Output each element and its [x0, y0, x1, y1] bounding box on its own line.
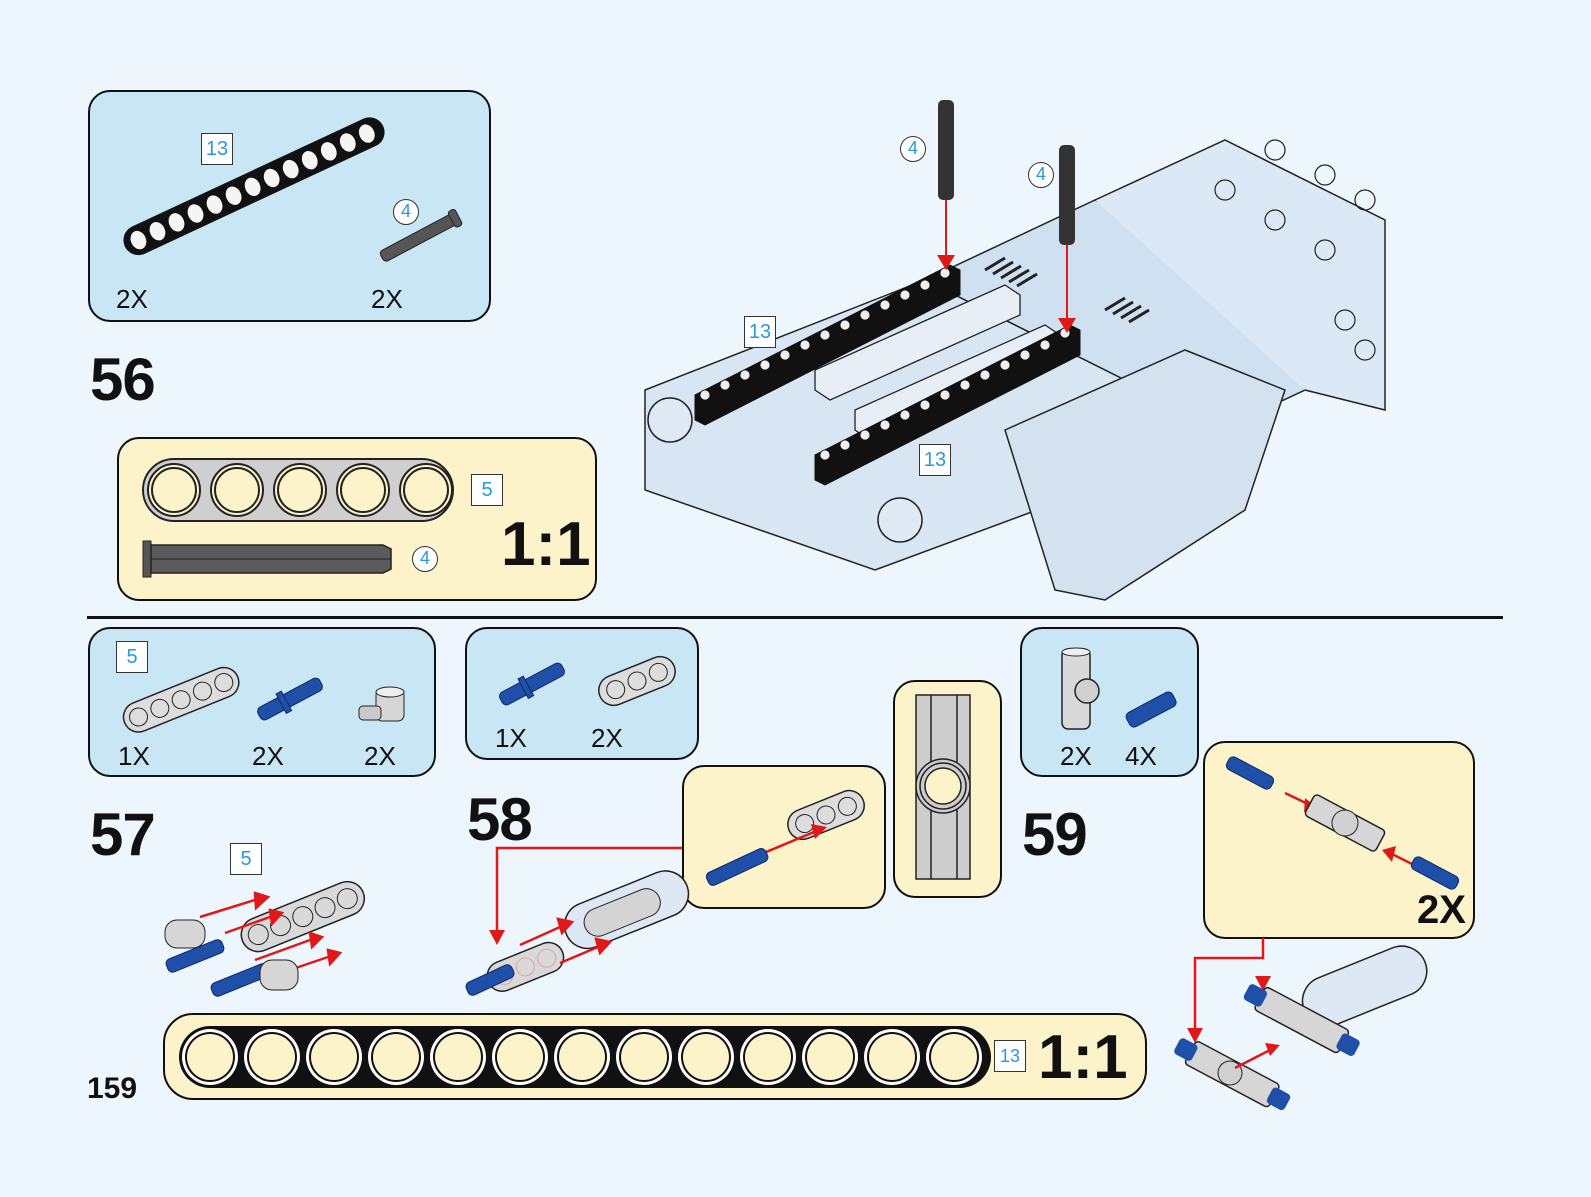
- beam-hole: [357, 123, 376, 144]
- beam-13-black-icon: [123, 117, 385, 256]
- part-tag-4: 4: [393, 199, 419, 225]
- beam-hole: [129, 229, 148, 251]
- beam-hole: [311, 1034, 357, 1080]
- beam-13-black-top-view-icon: [179, 1026, 991, 1088]
- page-number: 159: [87, 1072, 138, 1105]
- beam-5-gray-icon: [122, 666, 240, 733]
- step-divider: [87, 616, 1503, 619]
- step59-parts-panel: 2X 4X: [1020, 627, 1199, 777]
- beam-hole: [683, 1034, 729, 1080]
- part-tag-13: 13: [994, 1040, 1026, 1072]
- part-tag-5: 5: [230, 843, 262, 875]
- step58-subassembly-callout: [682, 765, 886, 909]
- beam-hole: [319, 141, 338, 162]
- beam13-scale-callout: 13 1:1: [163, 1013, 1147, 1100]
- axle-4-icon: [379, 209, 463, 262]
- blue-pin-icon: [499, 662, 565, 706]
- axle-pin-blue-icon: [1125, 691, 1177, 728]
- beam-hole: [262, 167, 281, 189]
- pin-into-beam-illustration: [705, 789, 865, 886]
- part-tag-5: 5: [116, 641, 148, 673]
- step59-subassembly-callout: 2X: [1203, 741, 1475, 939]
- beam-hole: [281, 158, 300, 180]
- qty-label: 1X: [495, 723, 527, 753]
- qty-label: 2X: [1060, 741, 1092, 771]
- beam-hole: [224, 185, 243, 206]
- chassis-model-illustration: [644, 100, 1386, 601]
- beam-hole: [745, 1034, 791, 1080]
- part-tag-13: 13: [744, 316, 776, 348]
- scale-label: 1:1: [501, 510, 591, 579]
- part-tag-4: 4: [1028, 162, 1054, 188]
- qty-label: 2X: [364, 741, 396, 771]
- step56-scale-callout: 5 4 1:1: [117, 437, 597, 601]
- blue-pin-icon: [257, 677, 323, 721]
- step-number: 57: [90, 801, 156, 868]
- pin-connector-icon: [358, 686, 405, 722]
- step-number: 59: [1022, 801, 1088, 868]
- beam-hole: [148, 221, 167, 242]
- beam-3-gray-icon: [598, 655, 676, 707]
- beam-hole: [187, 1034, 233, 1080]
- beam-hole: [373, 1034, 419, 1080]
- pins-into-connector-illustration: [1225, 756, 1460, 890]
- beam-hole: [435, 1034, 481, 1080]
- part-tag-13: 13: [201, 133, 233, 165]
- beam-hole: [243, 176, 262, 198]
- qty-label: 2X: [252, 741, 284, 771]
- part-tag-13: 13: [919, 444, 951, 476]
- beam-hole: [497, 1034, 543, 1080]
- qty-label: 2X: [371, 284, 403, 314]
- qty-label: 2X: [591, 723, 623, 753]
- qty-label: 4X: [1125, 741, 1157, 771]
- qty-label: 2X: [116, 284, 148, 314]
- step58-scale-callout: [893, 680, 1002, 898]
- beam-hole: [186, 203, 205, 224]
- qty-label: 1X: [118, 741, 150, 771]
- step57-assembly-illustration: [164, 880, 366, 997]
- step58-assembly-illustration: [465, 846, 690, 996]
- beam-hole: [249, 1034, 295, 1080]
- axle-connector-hole-icon: [1061, 647, 1100, 730]
- step56-parts-panel: 13 4 2X 2X: [88, 90, 491, 322]
- axle-4-icon: [142, 540, 392, 578]
- beam-hole: [300, 150, 319, 171]
- beam-5-gray-icon: [142, 458, 454, 522]
- beam-hole: [559, 1034, 605, 1080]
- beam-hole: [869, 1034, 915, 1080]
- step-number: 58: [467, 786, 533, 853]
- part-tag-4: 4: [412, 546, 438, 572]
- step-number: 56: [90, 346, 156, 413]
- beam-hole: [167, 212, 186, 233]
- part-tag-4: 4: [900, 136, 926, 162]
- step59-assembly-illustration: [1174, 938, 1428, 1111]
- beam-3-top-view-icon: [915, 694, 971, 880]
- step57-parts-panel: 5 1X 2X 2X: [88, 627, 436, 777]
- beam-hole: [621, 1034, 667, 1080]
- beam-hole: [807, 1034, 853, 1080]
- beam-hole: [205, 194, 224, 215]
- step58-parts-panel: 1X 2X: [465, 627, 699, 760]
- beam-hole: [338, 132, 357, 153]
- scale-label: 1:1: [1038, 1023, 1128, 1092]
- multiplier-label: 2X: [1417, 888, 1466, 932]
- part-tag-5: 5: [471, 474, 503, 506]
- beam-hole: [931, 1034, 977, 1080]
